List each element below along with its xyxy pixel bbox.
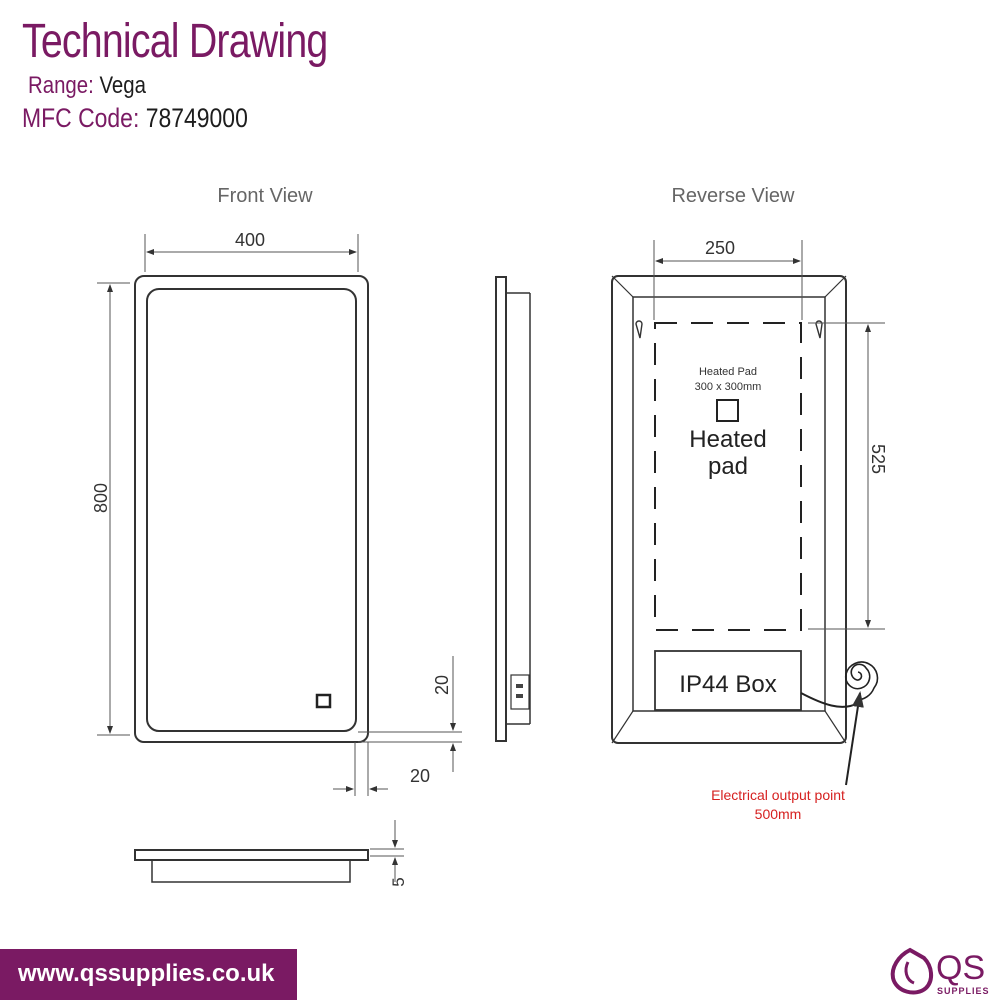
mfc-code-line: MFC Code: 78749000 <box>22 103 248 134</box>
heated-pad-label-line2: pad <box>708 453 748 480</box>
side-offset-dimensions <box>333 656 462 796</box>
page-title: Technical Drawing <box>22 15 328 68</box>
reverse-view-heading: Reverse View <box>671 185 795 207</box>
front-mirror <box>134 275 369 743</box>
front-view-heading: Front View <box>217 185 313 207</box>
heated-pad-icon <box>716 399 739 422</box>
front-height-dimension <box>97 282 130 736</box>
ip44-box-label: IP44 Box <box>679 671 776 698</box>
range-line: Range: Vega <box>28 72 146 100</box>
logo-text: QS <box>936 949 985 987</box>
front-height-label: 800 <box>91 483 111 513</box>
qs-supplies-logo: QS SUPPLIES <box>890 947 990 996</box>
range-value: Vega <box>99 72 146 99</box>
reverse-width-dimension <box>653 240 803 320</box>
reverse-width-label: 250 <box>705 238 735 258</box>
output-point-arrow <box>845 691 864 786</box>
depth-label: 5 <box>389 877 408 886</box>
side-offset-bottom-label: 20 <box>410 766 430 786</box>
mfc-label: MFC Code: <box>22 103 140 133</box>
ip44-box <box>654 650 802 711</box>
cable-coil-icon <box>800 661 879 708</box>
reverse-height-label: 525 <box>868 444 888 474</box>
range-label: Range: <box>28 72 94 99</box>
output-point-length: 500mm <box>755 806 802 822</box>
front-width-label: 400 <box>235 230 265 250</box>
side-offset-top-label: 20 <box>432 675 452 695</box>
logo-subtext: SUPPLIES <box>937 986 990 996</box>
heated-pad-title: Heated Pad <box>699 366 757 378</box>
reverse-mirror <box>611 275 847 744</box>
footer-bar <box>0 949 297 1000</box>
heated-pad-size: 300 x 300mm <box>695 381 762 393</box>
heated-pad-outline <box>654 322 802 631</box>
bottom-profile-view <box>134 820 404 883</box>
heated-pad-label-line1: Heated <box>689 426 766 453</box>
output-point-label: Electrical output point <box>711 787 845 803</box>
touch-sensor-icon <box>315 693 332 709</box>
website-link[interactable]: www.qssupplies.co.uk <box>18 960 275 987</box>
reverse-height-dimension <box>808 322 885 630</box>
side-profile-view <box>495 276 531 742</box>
mfc-value: 78749000 <box>145 103 248 133</box>
front-width-dimension <box>144 234 359 272</box>
